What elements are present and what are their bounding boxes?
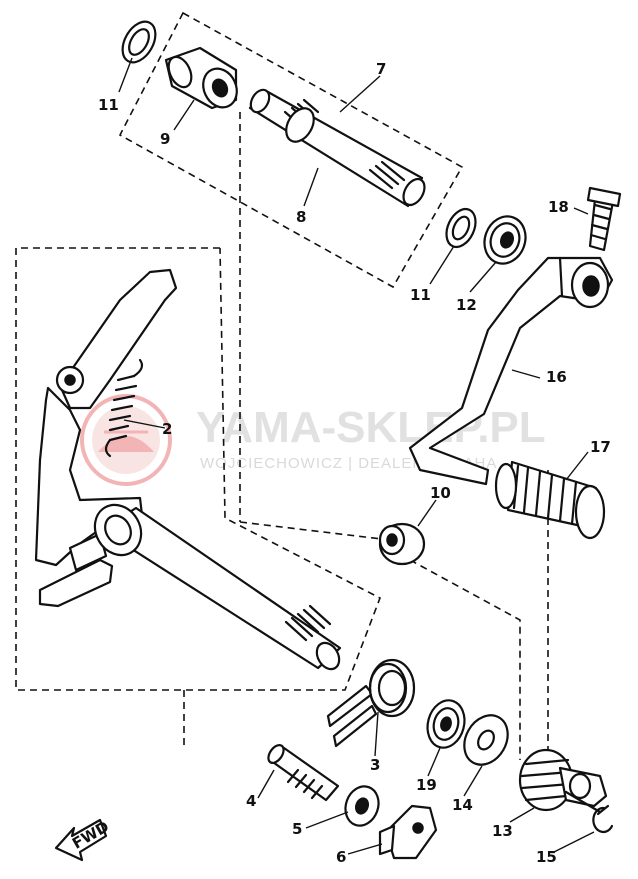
callout-14: 14 — [452, 796, 473, 814]
callout-3: 3 — [370, 756, 380, 774]
fwd-arrow-icon: FWD — [54, 817, 112, 862]
part-14-washer — [463, 714, 509, 766]
part-3-return-spring — [326, 658, 416, 748]
fwd-label: FWD — [69, 817, 112, 852]
assembly-box-2 — [15, 247, 382, 691]
callout-18: 18 — [548, 198, 569, 216]
callout-10: 10 — [430, 484, 451, 502]
callout-13: 13 — [492, 822, 513, 840]
callout-16: 16 — [546, 368, 567, 386]
part-19-bearing — [426, 699, 466, 749]
part-6-stopper-plate — [378, 804, 438, 860]
callout-5: 5 — [292, 820, 302, 838]
part-13-kick-spring — [518, 748, 608, 814]
callout-2: 2 — [162, 420, 172, 438]
callout-17: 17 — [590, 438, 611, 456]
part-2-shift-shaft-assembly — [34, 268, 342, 671]
part-9-collar — [164, 46, 238, 110]
callout-15: 15 — [536, 848, 557, 866]
callout-8: 8 — [296, 208, 306, 226]
part-12-bearing — [483, 215, 527, 265]
part-8-kick-shaft — [248, 88, 426, 208]
part-15-circlip — [592, 804, 614, 834]
callout-numbers: 2 3 4 5 6 7 8 9 10 11 11 12 13 14 15 16 … — [98, 60, 611, 866]
callout-12: 12 — [456, 296, 477, 314]
assembly-box-7 — [118, 11, 464, 289]
part-11-washer-lower — [445, 207, 477, 249]
callout-7: 7 — [376, 60, 386, 78]
leader-lines — [118, 57, 595, 855]
part-18-bolt — [586, 186, 622, 252]
watermark-logo-icon — [80, 394, 172, 486]
part-4-stud — [267, 744, 340, 802]
alignment-line-2 — [239, 521, 391, 541]
alignment-line-3 — [409, 559, 521, 760]
part-10-bushing — [378, 522, 426, 566]
callout-9: 9 — [160, 130, 170, 148]
callout-11-upper: 11 — [98, 96, 119, 114]
part-17-pedal-rubber — [494, 460, 606, 540]
watermark-title: YAMA-SKLEP.PL — [196, 403, 546, 452]
part-5-washer — [344, 785, 380, 827]
callout-6: 6 — [336, 848, 346, 866]
callout-4: 4 — [246, 792, 256, 810]
part-11-washer-upper — [121, 20, 157, 64]
part-16-kick-lever — [408, 256, 614, 486]
callout-11-lower: 11 — [410, 286, 431, 304]
callout-19: 19 — [416, 776, 437, 794]
